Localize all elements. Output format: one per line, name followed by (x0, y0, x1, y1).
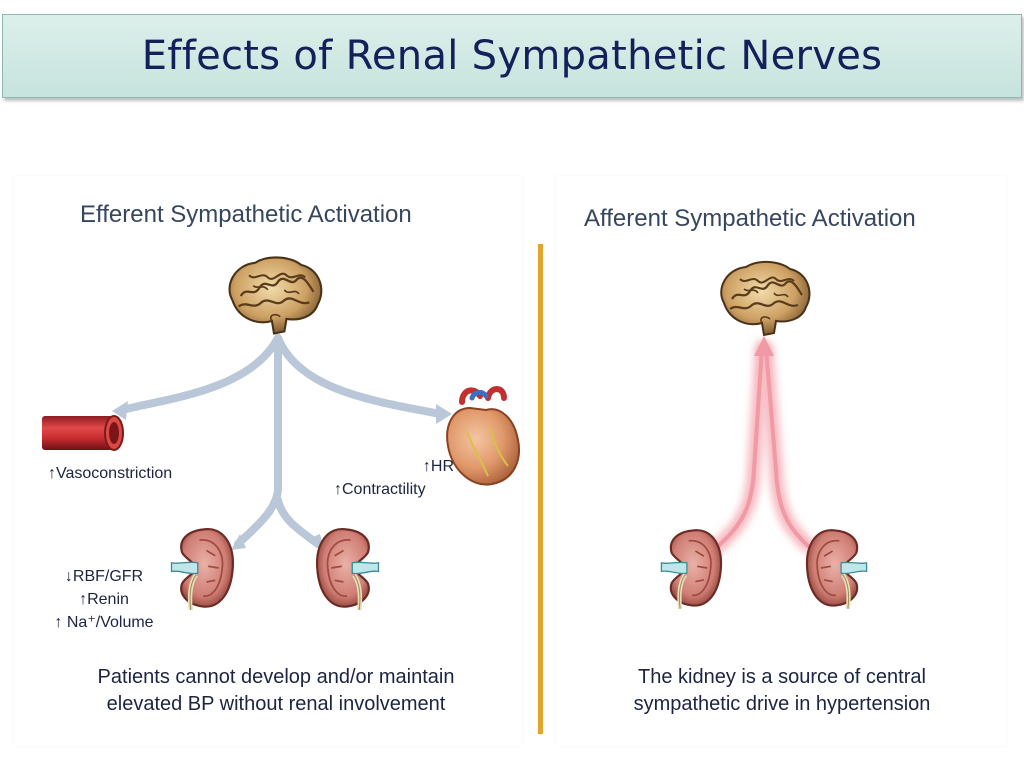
efferent-arrows (118, 334, 444, 548)
afferent-heading: Afferent Sympathetic Activation (584, 205, 916, 232)
efferent-caption-line-2: elevated BP without renal involvement (106, 693, 446, 715)
kidney-left-afferent (661, 530, 721, 609)
vasoconstriction-label: ↑Vasoconstriction (48, 465, 173, 482)
efferent-arrowheads (112, 401, 452, 551)
afferent-caption: The kidney is a source of central sympat… (560, 664, 1004, 718)
afferent-arrows (709, 336, 815, 555)
efferent-caption: Patients cannot develop and/or maintain … (40, 664, 512, 718)
afferent-caption-line-1: The kidney is a source of central (638, 666, 926, 688)
kidney-left-efferent (172, 529, 233, 610)
heart-label-hr: ↑HR (422, 458, 454, 475)
kidney-right-afferent (807, 530, 867, 609)
heart-label-contractility: ↑Contractility (334, 481, 426, 498)
brain-afferent (720, 260, 811, 337)
kidney-label-rbf-gfr: ↓RBF/GFR (64, 568, 144, 585)
kidney-label-renin: ↑Renin (79, 591, 129, 608)
afferent-caption-line-2: sympathetic drive in hypertension (633, 693, 931, 715)
heart-icon (446, 386, 520, 486)
slide-title: Effects of Renal Sympathetic Nerves (141, 33, 883, 79)
kidney-right-efferent (317, 529, 378, 610)
efferent-caption-line-1: Patients cannot develop and/or maintain (97, 666, 455, 688)
efferent-heading: Efferent Sympathetic Activation (80, 201, 412, 228)
blood-vessel-icon (42, 415, 124, 451)
brain-efferent (228, 256, 323, 335)
kidney-label-na-volume: ↑ Na⁺/Volume (54, 614, 154, 631)
title-bar: Effects of Renal Sympathetic Nerves (2, 14, 1022, 98)
panel-divider (538, 244, 543, 734)
